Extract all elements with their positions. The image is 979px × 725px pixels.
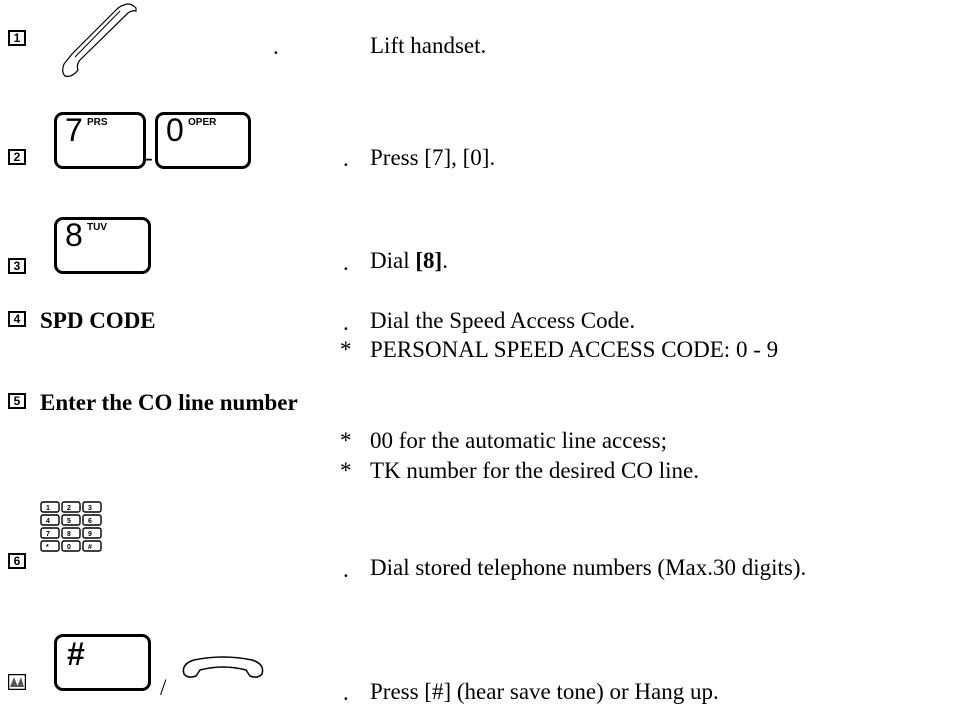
step-4-text: Dial the Speed Access Code. xyxy=(370,308,636,333)
step-3-text-key: [8] xyxy=(415,248,443,273)
step-6-dot: . xyxy=(343,557,349,582)
step-5-star-1: * xyxy=(340,428,352,453)
step-5-number: 5 xyxy=(8,393,26,409)
key-7-letters: PRS xyxy=(87,117,108,128)
key-0-letters: OPER xyxy=(188,117,217,128)
keypad-key-label: 4 xyxy=(46,518,50,525)
keypad-key-label: 9 xyxy=(88,531,92,538)
keypad-icon: 1 2 3 4 5 6 7 8 9 * 0 # xyxy=(40,500,112,556)
step-4-note: PERSONAL SPEED ACCESS CODE: 0 - 9 xyxy=(370,337,779,362)
step-4-number: 4 xyxy=(8,311,26,327)
step-7-icon xyxy=(7,673,27,691)
keypad-key-label: 5 xyxy=(67,518,71,525)
step-7-separator: / xyxy=(160,675,167,700)
step-1-dot: . xyxy=(273,34,279,59)
step-1-number: 1 xyxy=(8,30,26,46)
keypad-key-label: 7 xyxy=(46,531,50,538)
key-7-digit: 7 xyxy=(65,112,83,148)
step-5-note-1: 00 for the automatic line access; xyxy=(370,428,667,453)
key-separator: - xyxy=(145,145,153,170)
step-3-text-prefix: Dial xyxy=(370,248,416,273)
step-5-label: Enter the CO line number xyxy=(40,390,298,415)
key-8-letters: TUV xyxy=(87,222,107,233)
step-5-star-2: * xyxy=(340,458,352,483)
key-8-digit: 8 xyxy=(65,217,83,253)
step-5-note-2: TK number for the desired CO line. xyxy=(370,458,699,483)
keypad-key-label: 8 xyxy=(67,531,71,538)
keypad-key-label: 3 xyxy=(88,505,92,512)
step-3-text: Dial [8]. xyxy=(370,248,448,274)
step-3-dot: . xyxy=(343,250,349,275)
keypad-key-label: 2 xyxy=(67,505,71,512)
keypad-key-label: * xyxy=(46,544,49,551)
step-4-dot: . xyxy=(343,310,349,335)
step-1-text: Lift handset. xyxy=(370,33,487,58)
handset-icon xyxy=(180,652,266,682)
step-7-dot: . xyxy=(343,680,349,705)
key-0-oper: 0 OPER xyxy=(155,112,251,169)
key-0-digit: 0 xyxy=(166,112,184,148)
key-7-prs: 7 PRS xyxy=(54,112,146,169)
handset-lifted-icon xyxy=(58,2,138,80)
step-4-star: * xyxy=(340,337,352,362)
key-hash-digit: # xyxy=(67,636,85,672)
step-6-text: Dial stored telephone numbers (Max.30 di… xyxy=(370,555,807,580)
step-7-text: Press [#] (hear save tone) or Hang up. xyxy=(370,679,719,704)
key-hash: # xyxy=(54,634,151,691)
step-2-text: Press [7], [0]. xyxy=(370,145,496,170)
step-6-number: 6 xyxy=(8,553,26,569)
keypad-key-label: # xyxy=(88,544,92,551)
keypad-key-label: 1 xyxy=(46,505,50,512)
step-4-label: SPD CODE xyxy=(40,308,156,333)
step-2-dot: . xyxy=(343,146,349,171)
step-3-number: 3 xyxy=(8,258,26,274)
step-2-number: 2 xyxy=(8,149,26,165)
step-3-text-suffix: . xyxy=(442,248,448,273)
key-8-tuv: 8 TUV xyxy=(54,217,151,274)
keypad-key-label: 6 xyxy=(88,518,92,525)
keypad-key-label: 0 xyxy=(67,544,71,551)
